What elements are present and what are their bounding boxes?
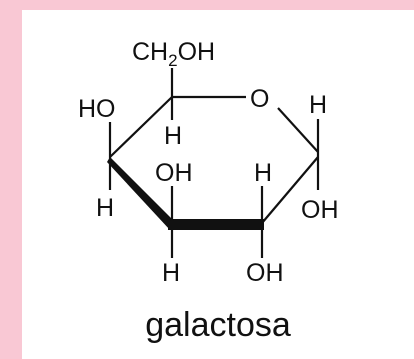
ring-oxygen-label: O — [250, 85, 269, 113]
c5-h-label: H — [164, 122, 182, 150]
c2-h-label: H — [254, 159, 272, 187]
c3-h-label: H — [162, 259, 180, 287]
bond-c1-c2 — [261, 156, 319, 224]
bond-c4-c5 — [109, 96, 173, 158]
c2-oh-label: OH — [246, 259, 284, 287]
c4-h-label: H — [96, 194, 114, 222]
bond-c3-c4-bold — [107, 157, 174, 230]
diagram-panel — [22, 10, 414, 359]
c3-oh-label: OH — [155, 159, 193, 187]
c1-oh-label: OH — [301, 196, 339, 224]
c1-h-label: H — [309, 91, 327, 119]
bond-o-c1 — [277, 107, 319, 153]
molecule-name-caption: galactosa — [145, 306, 291, 344]
ch2oh-label: CH2OH — [132, 38, 215, 70]
bond-c2-c3-bold — [168, 219, 264, 230]
c4-ho-label: HO — [78, 95, 116, 123]
